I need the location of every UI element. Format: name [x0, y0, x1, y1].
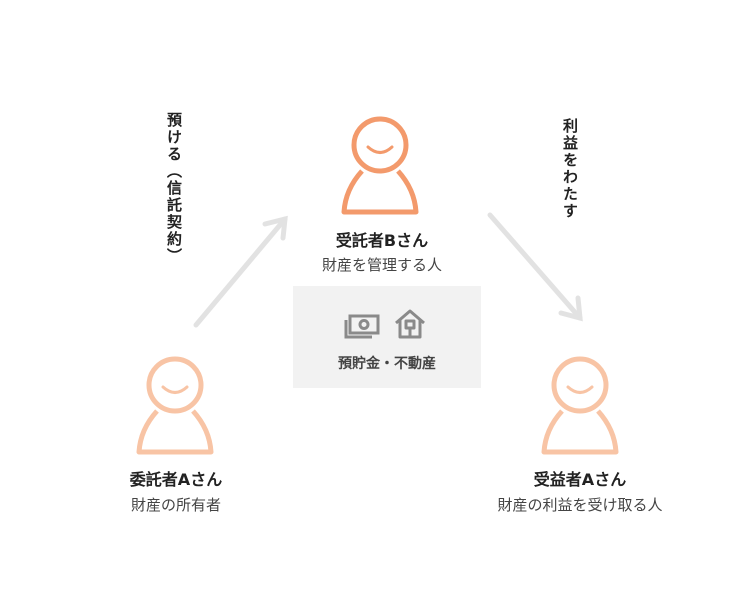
trustee-name: 受託者Bさん — [335, 231, 429, 250]
left-arrow-label: 預ける（信託契約） — [165, 112, 183, 265]
settlor-name: 委託者Aさん — [129, 470, 223, 489]
arrow-to-trustee — [193, 215, 288, 328]
trustee-role: 財産を管理する人 — [321, 256, 443, 274]
beneficiary-figure — [538, 352, 622, 456]
assets-label: 預貯金・不動産 — [338, 356, 436, 372]
trustee-figure — [338, 112, 422, 216]
house-icon — [395, 309, 425, 339]
beneficiary-role: 財産の利益を受け取る人 — [497, 496, 663, 514]
arrow-to-beneficiary — [487, 212, 583, 322]
assets-box: 預貯金・不動産 — [293, 286, 481, 388]
settlor-figure — [133, 352, 217, 456]
money-icon — [344, 314, 380, 339]
right-arrow-label: 利益をわたす — [561, 118, 579, 220]
beneficiary-name: 受益者Aさん — [533, 470, 627, 489]
settlor-role: 財産の所有者 — [130, 496, 222, 514]
